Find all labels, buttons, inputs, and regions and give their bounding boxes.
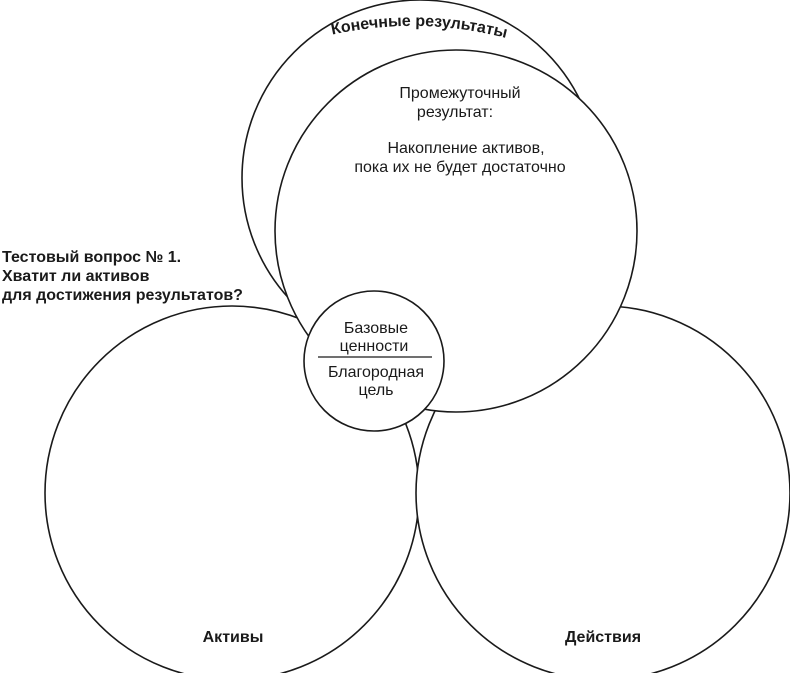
intermediate-title-line1: Промежуточный <box>399 85 520 102</box>
intermediate-body-line1: Накопление активов, <box>387 140 544 157</box>
core-values-circle <box>303 290 445 432</box>
noble-goal-line1: Благородная <box>328 364 424 381</box>
assets-label: Активы <box>203 629 264 646</box>
core-values-line2: ценности <box>340 338 409 355</box>
test-question-line2: Хватит ли активов <box>2 268 150 285</box>
actions-label: Действия <box>565 629 641 646</box>
test-question-line1: Тестовый вопрос № 1. <box>2 249 181 266</box>
core-values-line1: Базовые <box>344 320 408 337</box>
intermediate-body-line2: пока их не будет достаточно <box>354 159 565 176</box>
noble-goal-line2: цель <box>358 382 393 399</box>
test-question-line3: для достижения результатов? <box>2 287 243 304</box>
intermediate-title-line2: результат: <box>417 104 493 121</box>
